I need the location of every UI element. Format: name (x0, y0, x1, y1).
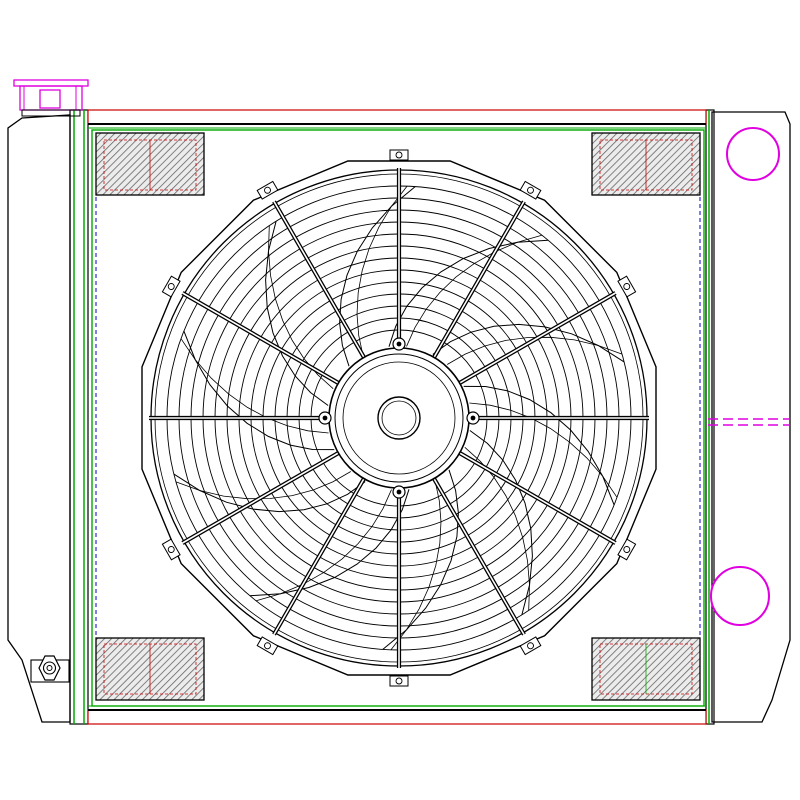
fan-blade (432, 323, 625, 363)
fan-strut-inner (182, 452, 339, 544)
fan-strut-inner (433, 201, 525, 358)
fan-blade-edge (180, 338, 329, 434)
fan-blade (382, 469, 459, 650)
fan-blade-edge (356, 185, 408, 356)
drain-petcock (30, 655, 70, 683)
mount-pad-top-left (95, 132, 205, 196)
shroud-tab (617, 538, 637, 561)
fan-tabs (161, 149, 637, 687)
fan-mount-bolts (318, 337, 480, 499)
fan-strut-inner (459, 452, 616, 544)
motor-shaft (377, 396, 421, 440)
fan-blade-edge (390, 480, 442, 651)
shroud-tab (161, 275, 181, 298)
shroud-tab (256, 636, 279, 656)
left-tank (7, 114, 71, 723)
fan-blade (265, 221, 329, 406)
fan-blade (463, 385, 615, 506)
fan-struts (149, 168, 649, 668)
fan-blade (173, 473, 366, 513)
fan-motor-hub (328, 347, 470, 489)
left-side-channel (69, 109, 89, 725)
fan-blade-edge (406, 234, 542, 347)
fan-blade-edge (256, 489, 392, 602)
shroud-tab (389, 149, 409, 161)
centerline-marker (708, 418, 790, 426)
shroud-tab (519, 636, 542, 656)
hub-bolt-center (396, 489, 402, 495)
fan-assembly (141, 149, 657, 687)
bottom-header (87, 705, 707, 725)
shroud-tab (389, 675, 409, 687)
fan-strut-inner (273, 478, 365, 635)
mount-pad-bottom-right (591, 637, 701, 701)
upper-hose-port (726, 127, 780, 181)
fan-strut-inner (182, 292, 339, 384)
shroud-tab (256, 180, 279, 200)
fan-strut-inner (433, 478, 525, 635)
core-frame (91, 129, 705, 707)
right-tank (711, 111, 791, 723)
fan-blade-edge (446, 336, 623, 365)
mount-pad-top-right (591, 132, 701, 196)
top-header (87, 109, 707, 129)
fan-blade (339, 186, 416, 367)
mount-pad-bottom-left (95, 637, 205, 701)
hub-bolt-center (470, 415, 476, 421)
hub-bolt-center (396, 341, 402, 347)
shroud-tab (617, 275, 637, 298)
fan-blade-edge (469, 402, 618, 498)
fan-blade (183, 330, 335, 451)
fan-blade-edge (175, 471, 352, 500)
hub-bolt-center (322, 415, 328, 421)
right-side-channel (705, 109, 715, 725)
fan-blades (173, 185, 625, 651)
shroud-tab (519, 180, 542, 200)
fan-strut-inner (273, 201, 365, 358)
fan-blade (469, 430, 533, 615)
lower-hose-port (710, 566, 770, 626)
shroud-tab (161, 538, 181, 561)
filler-neck-cap (13, 79, 89, 117)
fan-strut-inner (459, 292, 616, 384)
